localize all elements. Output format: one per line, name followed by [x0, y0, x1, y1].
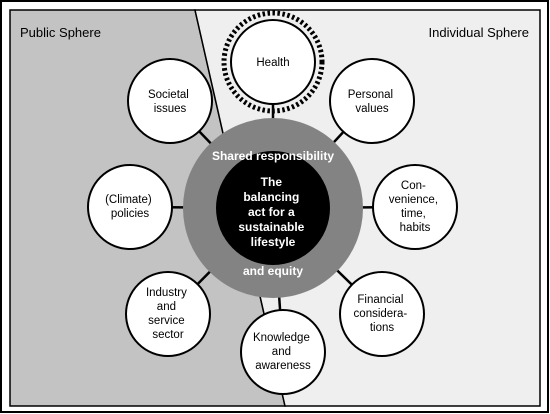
node-knowledge: Knowledge and awareness — [240, 309, 326, 395]
industry-line-2: and — [157, 301, 176, 313]
industry-line-3: service — [148, 315, 184, 327]
financial-line-3: tions — [370, 322, 395, 334]
node-convenience: Con- venience, time, habits — [372, 164, 458, 250]
node-health: Health — [221, 10, 325, 114]
core-circle — [216, 151, 330, 265]
ring-top-label: Shared responsibility — [212, 149, 334, 163]
societal-line-2: issues — [154, 103, 187, 115]
personal-values-line-1: Personal — [348, 89, 393, 101]
svg-text:Health: Health — [256, 57, 289, 69]
node-industry: Industry and service sector — [125, 271, 211, 357]
node-societal: Societal issues — [127, 58, 213, 144]
svg-text:Knowledge and awar: Knowledge and awareness — [253, 332, 313, 372]
svg-text:Personal values: Personal values — [348, 89, 397, 115]
convenience-circle — [372, 164, 458, 250]
personal-values-line-2: values — [355, 103, 388, 115]
personal-values-circle — [329, 58, 415, 144]
svg-text:Financial considera-: Financial considera- tions — [354, 294, 411, 334]
core-line-4: sustainable — [238, 220, 304, 234]
public-sphere-label: Public Sphere — [20, 25, 101, 40]
core-line-5: lifestyle — [251, 235, 296, 249]
financial-circle — [339, 271, 425, 357]
financial-line-2: considera- — [354, 308, 408, 320]
core-line-3: act for a — [248, 205, 295, 219]
knowledge-line-3: awareness — [255, 360, 311, 372]
policies-line-1: (Climate) — [105, 194, 152, 206]
industry-line-4: sector — [152, 329, 183, 341]
svg-text:Societal issues: Societal issues — [148, 89, 192, 115]
convenience-line-2: venience, — [389, 194, 438, 206]
convenience-line-1: Con- — [401, 180, 426, 192]
knowledge-circle — [240, 309, 326, 395]
svg-text:Con- venience, tim: Con- venience, time, habits — [389, 180, 441, 234]
financial-line-1: Financial — [357, 294, 403, 306]
core-line-1: The — [261, 175, 283, 189]
individual-sphere-label: Individual Sphere — [429, 25, 529, 40]
node-policies: (Climate) policies — [87, 164, 173, 250]
convenience-line-3: time, — [401, 208, 426, 220]
policies-line-2: policies — [111, 208, 150, 220]
societal-line-1: Societal — [148, 89, 189, 101]
svg-text:(Climate) policies: (Climate) policies — [105, 194, 155, 220]
core-line-2: balancing — [243, 190, 299, 204]
health-label: Health — [256, 57, 289, 69]
knowledge-line-1: Knowledge — [253, 332, 310, 344]
policies-circle — [87, 164, 173, 250]
core-label: The balancing act for a sustainable life… — [238, 175, 307, 249]
societal-circle — [127, 58, 213, 144]
industry-line-1: Industry — [146, 287, 187, 299]
node-financial: Financial considera- tions — [339, 271, 425, 357]
health-circle — [230, 19, 316, 105]
svg-text:Industry and servi: Industry and service sector — [146, 287, 190, 341]
knowledge-line-2: and — [272, 346, 291, 358]
convenience-line-4: habits — [400, 222, 431, 234]
node-personal-values: Personal values — [329, 58, 415, 144]
health-dashed-halo — [221, 10, 325, 114]
ring-bottom-label: and equity — [243, 264, 303, 278]
industry-circle — [125, 271, 211, 357]
